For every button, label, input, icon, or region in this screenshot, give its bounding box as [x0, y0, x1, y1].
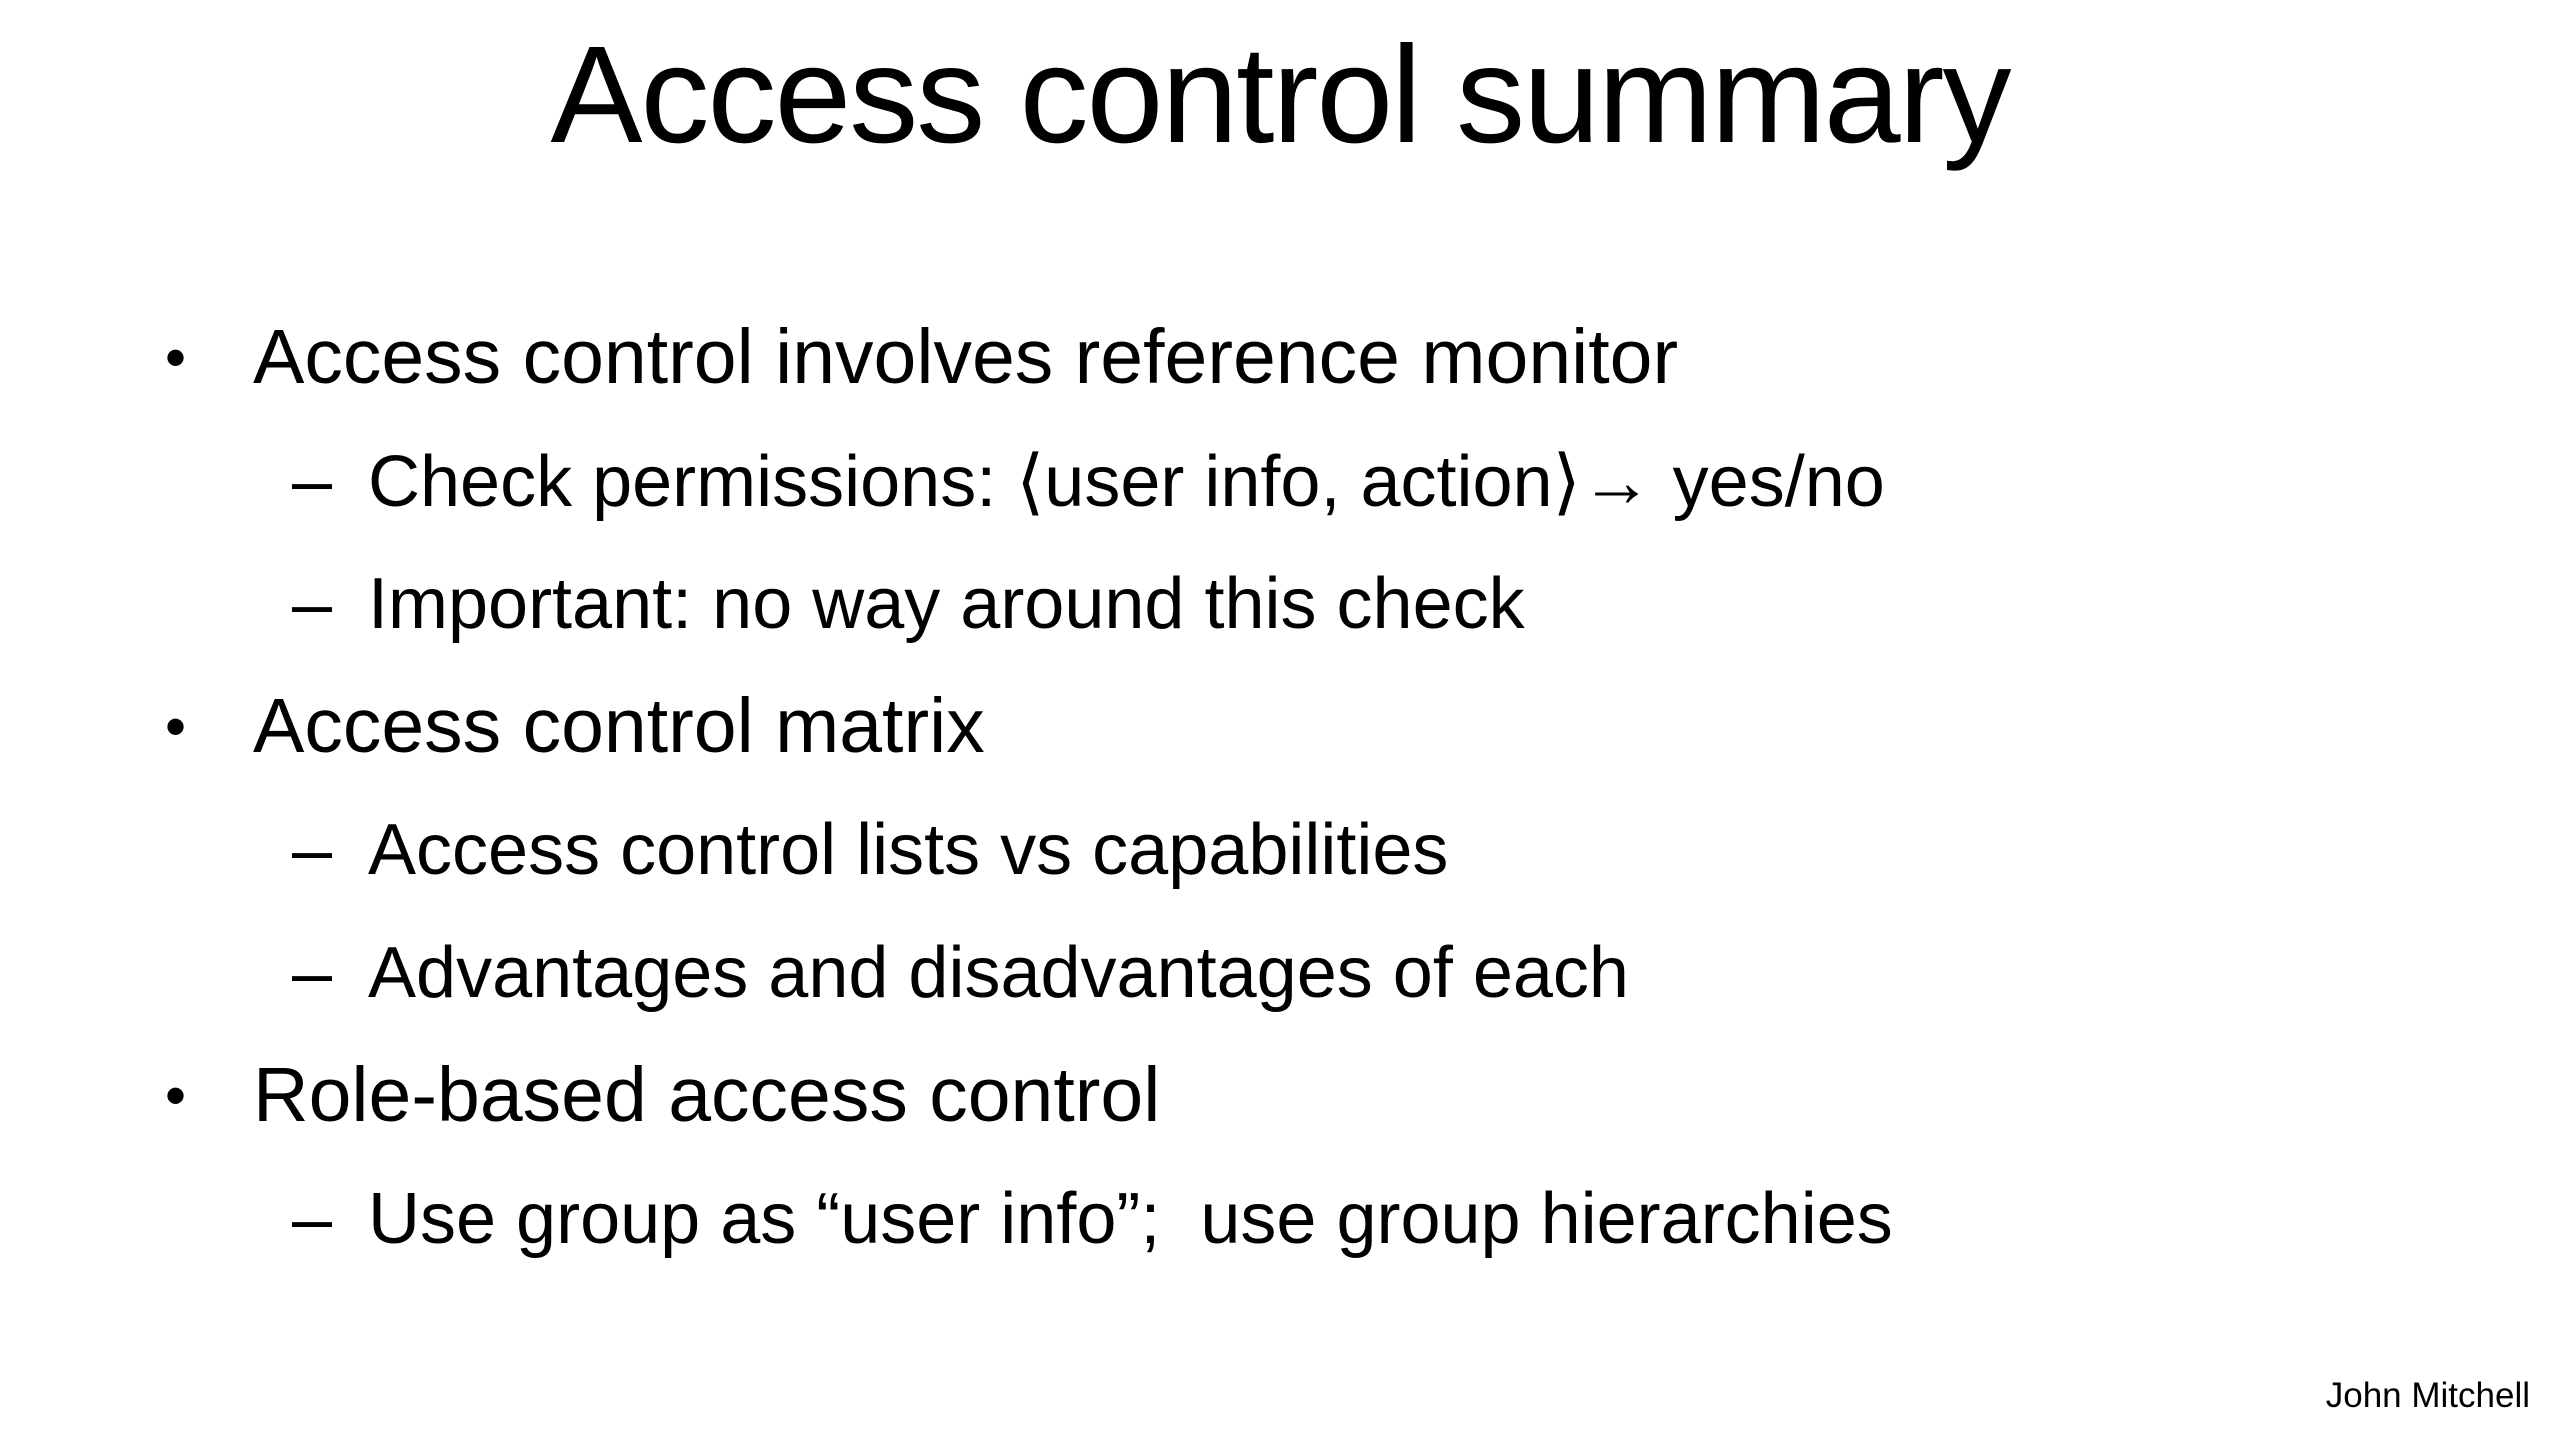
bullet-item: – Access control lists vs capabilities	[292, 788, 2415, 911]
bullet-text: Access control involves reference monito…	[253, 314, 1679, 400]
bullet-text: Access control matrix	[253, 683, 985, 769]
bullet-item: – Check permissions: ⟨user info, action⟩…	[292, 419, 2415, 542]
bullet-item: – Important: no way around this check	[292, 542, 2415, 665]
bullet-item: – Use group as “user info”; use group hi…	[292, 1157, 2415, 1280]
bullet-text: Important: no way around this check	[368, 563, 1525, 644]
bullet-marker: –	[292, 932, 333, 1013]
bullet-text: Check permissions: ⟨user info, action⟩→ …	[368, 441, 1885, 522]
bullet-item: • Role-based access control	[165, 1034, 2415, 1157]
bullet-text: Advantages and disadvantages of each	[368, 932, 1629, 1013]
bullet-text: Role-based access control	[253, 1052, 1161, 1138]
bullet-marker: –	[292, 440, 333, 521]
bullet-list: • Access control involves reference moni…	[165, 296, 2415, 1280]
bullet-item: – Advantages and disadvantages of each	[292, 911, 2415, 1034]
bullet-marker: –	[292, 563, 333, 644]
author-credit: John Mitchell	[2325, 1376, 2530, 1415]
slide-title: Access control summary	[550, 18, 2011, 172]
bullet-item: • Access control involves reference moni…	[165, 296, 2415, 419]
bullet-marker: •	[165, 693, 187, 760]
bullet-marker: –	[292, 1178, 333, 1259]
bullet-marker: –	[292, 809, 333, 890]
bullet-text: Use group as “user info”; use group hier…	[368, 1178, 1893, 1259]
bullet-marker: •	[165, 324, 187, 391]
bullet-text: Access control lists vs capabilities	[368, 809, 1449, 890]
bullet-item: • Access control matrix	[165, 665, 2415, 788]
bullet-marker: •	[165, 1062, 187, 1129]
